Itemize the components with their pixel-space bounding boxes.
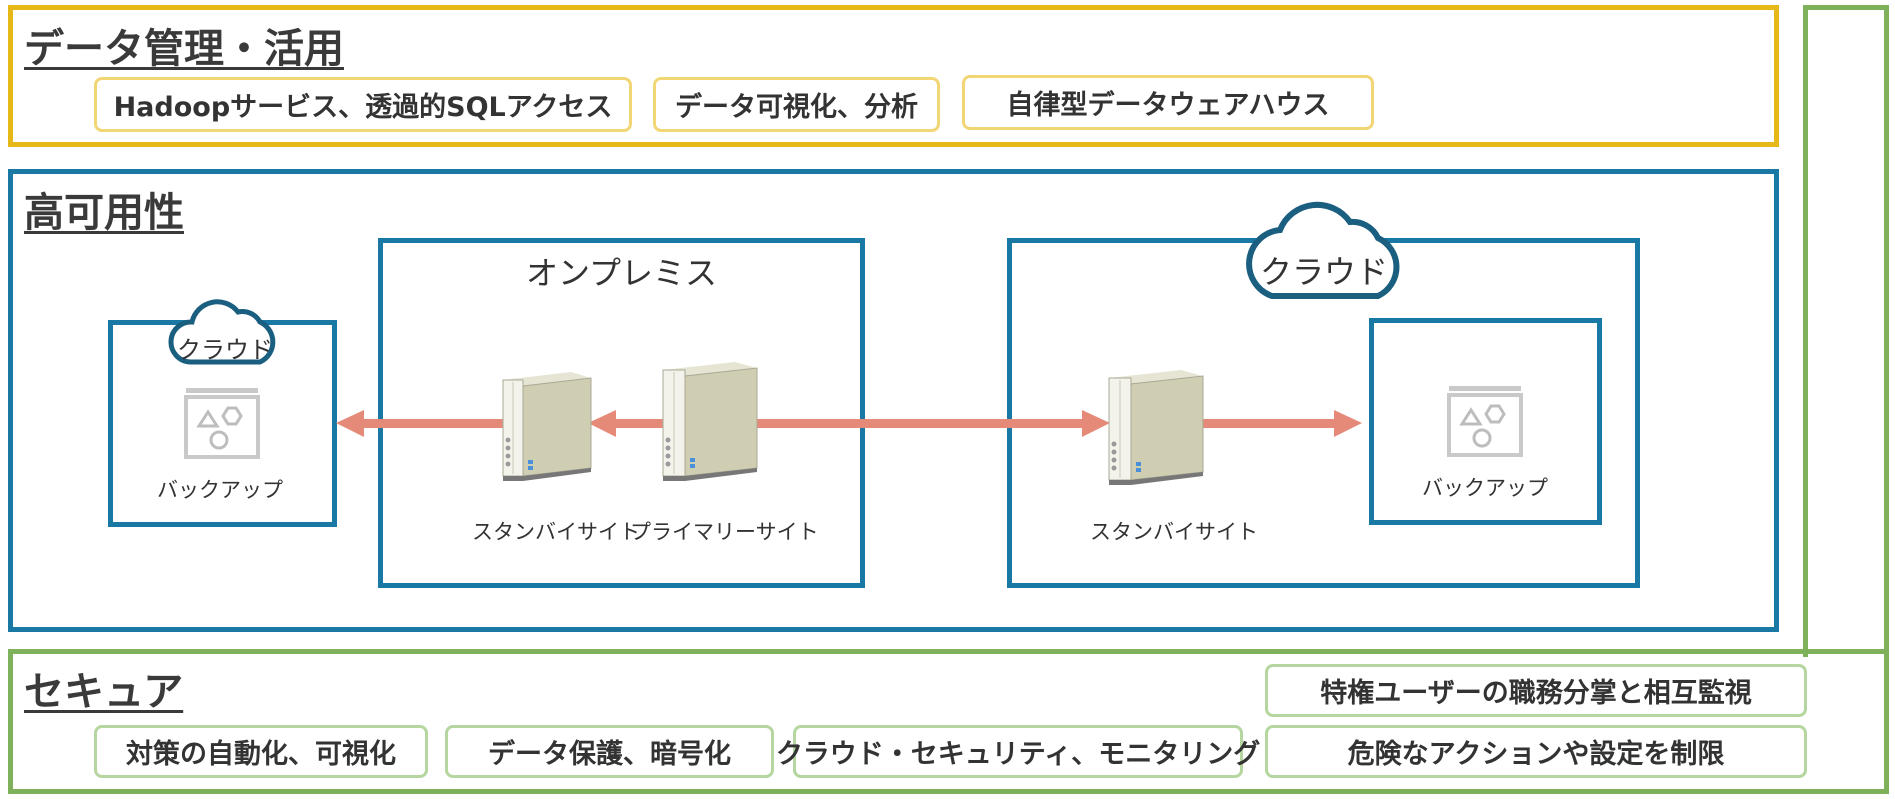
cloud-security-pill: クラウド・セキュリティ、モニタリング [776,725,1260,778]
right-cloud-icon [1246,201,1400,299]
arrow-to-cloud-standby [756,419,1092,428]
arrow-to-left-backup [360,419,504,428]
onprem-title: オンプレミス [525,254,718,292]
arrow-to-onprem-standby [612,419,668,428]
arrow-to-right-backup-head [1334,410,1362,437]
arrow-to-left-backup-head [336,410,364,437]
hadoop-sql-pill: Hadoopサービス、透過的SQLアクセス [94,77,632,132]
arrow-to-cloud-standby-head [1082,410,1110,437]
right-backup-icon [1447,386,1523,457]
left-backup-icon [184,388,260,459]
high-availability-title: 高可用性 [24,190,184,236]
autonomous-dwh-pill: 自律型データウェアハウス [962,75,1374,130]
left-cloud-label: クラウド [177,336,273,364]
secure-connector [8,649,1808,654]
data-management-title: データ管理・活用 [24,26,344,72]
secure-frame [1803,5,1889,657]
high-availability-section [8,169,1779,632]
onprem-standby-label: スタンバイサイト [472,520,640,544]
data-visualization-pill: データ可視化、分析 [653,77,940,132]
right-backup-label: バックアップ [1422,476,1548,500]
onprem-standby-server-icon [502,372,592,481]
cloud-standby-label: スタンバイサイト [1090,520,1258,544]
privileged-user-pill: 特権ユーザーの職務分掌と相互監視 [1265,664,1807,717]
restrict-actions-pill: 危険なアクションや設定を制限 [1265,725,1807,778]
data-management-section [8,5,1779,147]
cloud-standby-server-icon [1108,370,1204,485]
left-cloud-icon [168,299,276,365]
automation-visualization-pill: 対策の自動化、可視化 [94,725,428,778]
primary-server-icon [662,362,758,481]
secure-title: セキュア [24,669,184,715]
arrow-to-onprem-standby-head [588,410,616,437]
arrow-to-right-backup [1200,419,1342,428]
primary-label: プライマリーサイト [630,520,819,544]
data-protection-pill: データ保護、暗号化 [445,725,774,778]
left-backup-label: バックアップ [157,478,283,502]
onprem-box [378,238,865,588]
right-cloud-label: クラウド [1259,253,1388,291]
